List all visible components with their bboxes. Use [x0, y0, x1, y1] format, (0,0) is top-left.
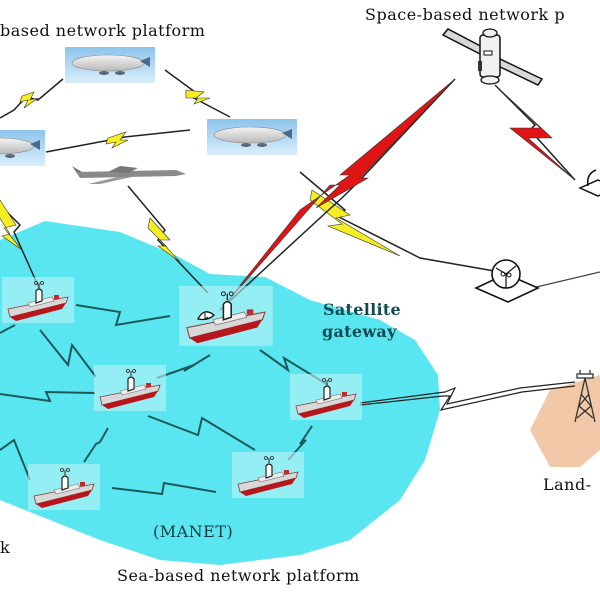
air-platform-label: based network platform: [0, 21, 205, 40]
airship-right: [206, 118, 298, 156]
link-ship3-ship6: [83, 427, 109, 463]
satellite-gateway-label-line2: gateway: [322, 322, 397, 341]
link-left-ship3: [0, 390, 96, 403]
link-gateway-ship4: [259, 349, 329, 386]
link-airship-left-ship-1: [0, 204, 41, 291]
ship-gateway: [178, 285, 274, 347]
link-ship-land: [359, 381, 576, 411]
ship-3: [93, 364, 167, 412]
satellite: [441, 28, 544, 86]
link-airship-top-left: [0, 78, 64, 119]
space-platform-label: Space-based network p: [365, 5, 565, 24]
link-ship1-gateway: [75, 304, 171, 327]
ground-station-mid: [474, 259, 540, 303]
airship-left: [0, 129, 46, 167]
ship-4: [289, 373, 363, 421]
link-satellite-ship-gateway: [219, 78, 456, 311]
manet-label: (MANET): [153, 522, 233, 541]
ship-6: [27, 463, 101, 511]
link-left-ship6: [0, 438, 31, 481]
land-region: [530, 375, 600, 467]
link-satellite-ground-station-top: [494, 84, 576, 181]
link-ship4-ship5: [287, 425, 313, 461]
link-ground-station-land: [531, 271, 600, 289]
satellite-gateway-label-line1: Satellite: [323, 300, 401, 319]
sea-region: [0, 221, 440, 565]
link-left-ship1: [0, 324, 16, 334]
land-platform-label: Land-: [543, 475, 592, 494]
space-links: [219, 78, 576, 311]
land-tower: [574, 370, 596, 423]
link-ship3-ship5: [147, 415, 256, 451]
link-gateway-ship3: [156, 354, 211, 379]
ship-5: [231, 451, 305, 499]
ground-station-right-top: [578, 169, 600, 197]
sea-platform-label: Sea-based network platform: [117, 566, 360, 585]
airship-top: [64, 46, 156, 84]
manet-links: [0, 304, 329, 496]
uav: [72, 166, 186, 184]
left-cut-label: k: [0, 538, 10, 557]
link-ship1-ship3: [39, 329, 97, 378]
link-ship5-ship6: [111, 481, 217, 496]
ship-1: [1, 276, 75, 324]
